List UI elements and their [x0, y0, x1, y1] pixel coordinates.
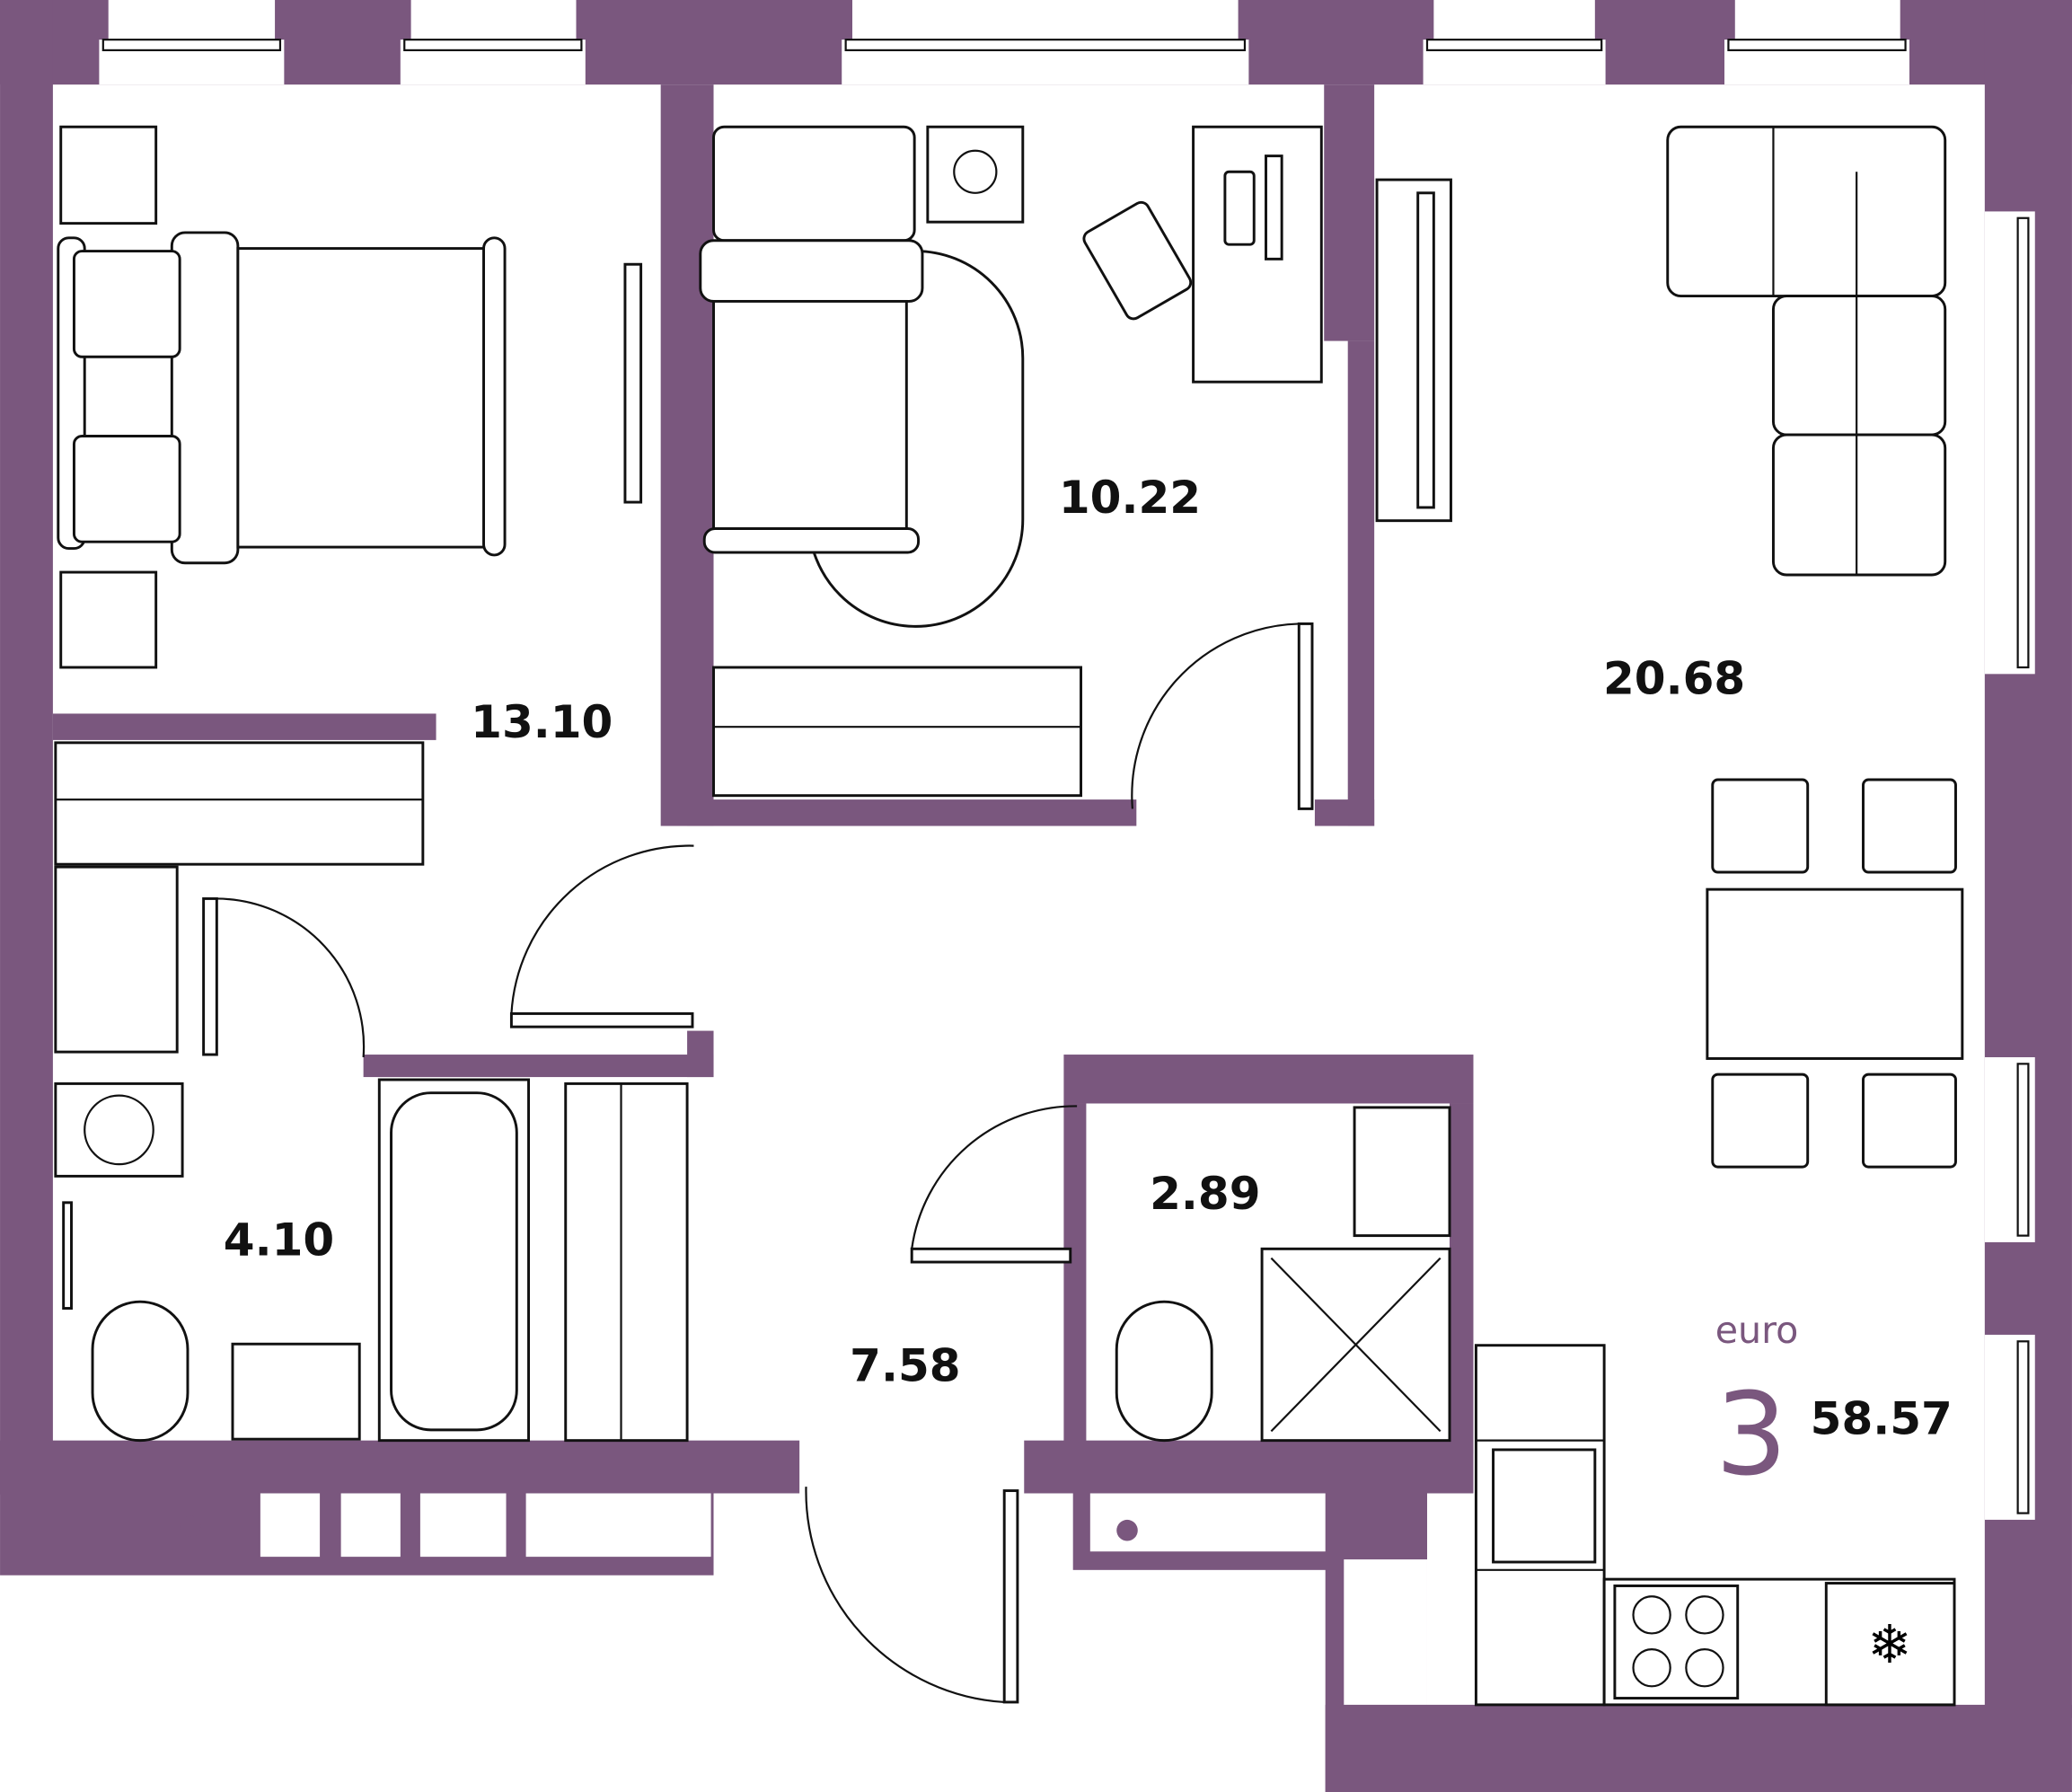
- room-count: 3: [1715, 1368, 1788, 1500]
- room-area-bathroom: 4.10: [224, 1214, 334, 1267]
- entrance-door: [805, 1487, 1019, 1704]
- room-area-wc: 2.89: [1150, 1168, 1260, 1220]
- room-area-living: 20.68: [1603, 652, 1745, 704]
- vent-icon: [180, 1515, 201, 1538]
- window-frames: [101, 39, 2030, 1514]
- vent-icon: [1116, 1519, 1138, 1541]
- sofa: [1666, 125, 1947, 577]
- bed-double: [57, 125, 507, 669]
- door-bedroom-2: [1131, 622, 1314, 810]
- apartment-class-label: euro: [1715, 1309, 1799, 1352]
- room-area-hallway: 7.58: [850, 1339, 960, 1391]
- wc-fixtures: [910, 1105, 1451, 1443]
- wardrobe: [54, 741, 425, 1058]
- door-bedroom-1: [509, 844, 694, 1028]
- room-area-bedroom-2: 10.22: [1059, 472, 1201, 524]
- desk: [1082, 125, 1323, 384]
- wardrobe-2: [712, 666, 1082, 798]
- dining-set: [1706, 778, 1964, 1169]
- tv: [623, 262, 643, 504]
- kitchen: ❄: [1474, 1344, 1956, 1707]
- total-area: 58.57: [1811, 1392, 1953, 1444]
- windows: [99, 0, 2035, 1705]
- room-area-bedroom-1: 13.10: [471, 696, 613, 748]
- freezer-icon: ❄: [1867, 1616, 1911, 1674]
- bathroom-fixtures: [54, 1078, 689, 1443]
- bed-single: [699, 125, 1025, 628]
- tv-stand: [1375, 178, 1452, 523]
